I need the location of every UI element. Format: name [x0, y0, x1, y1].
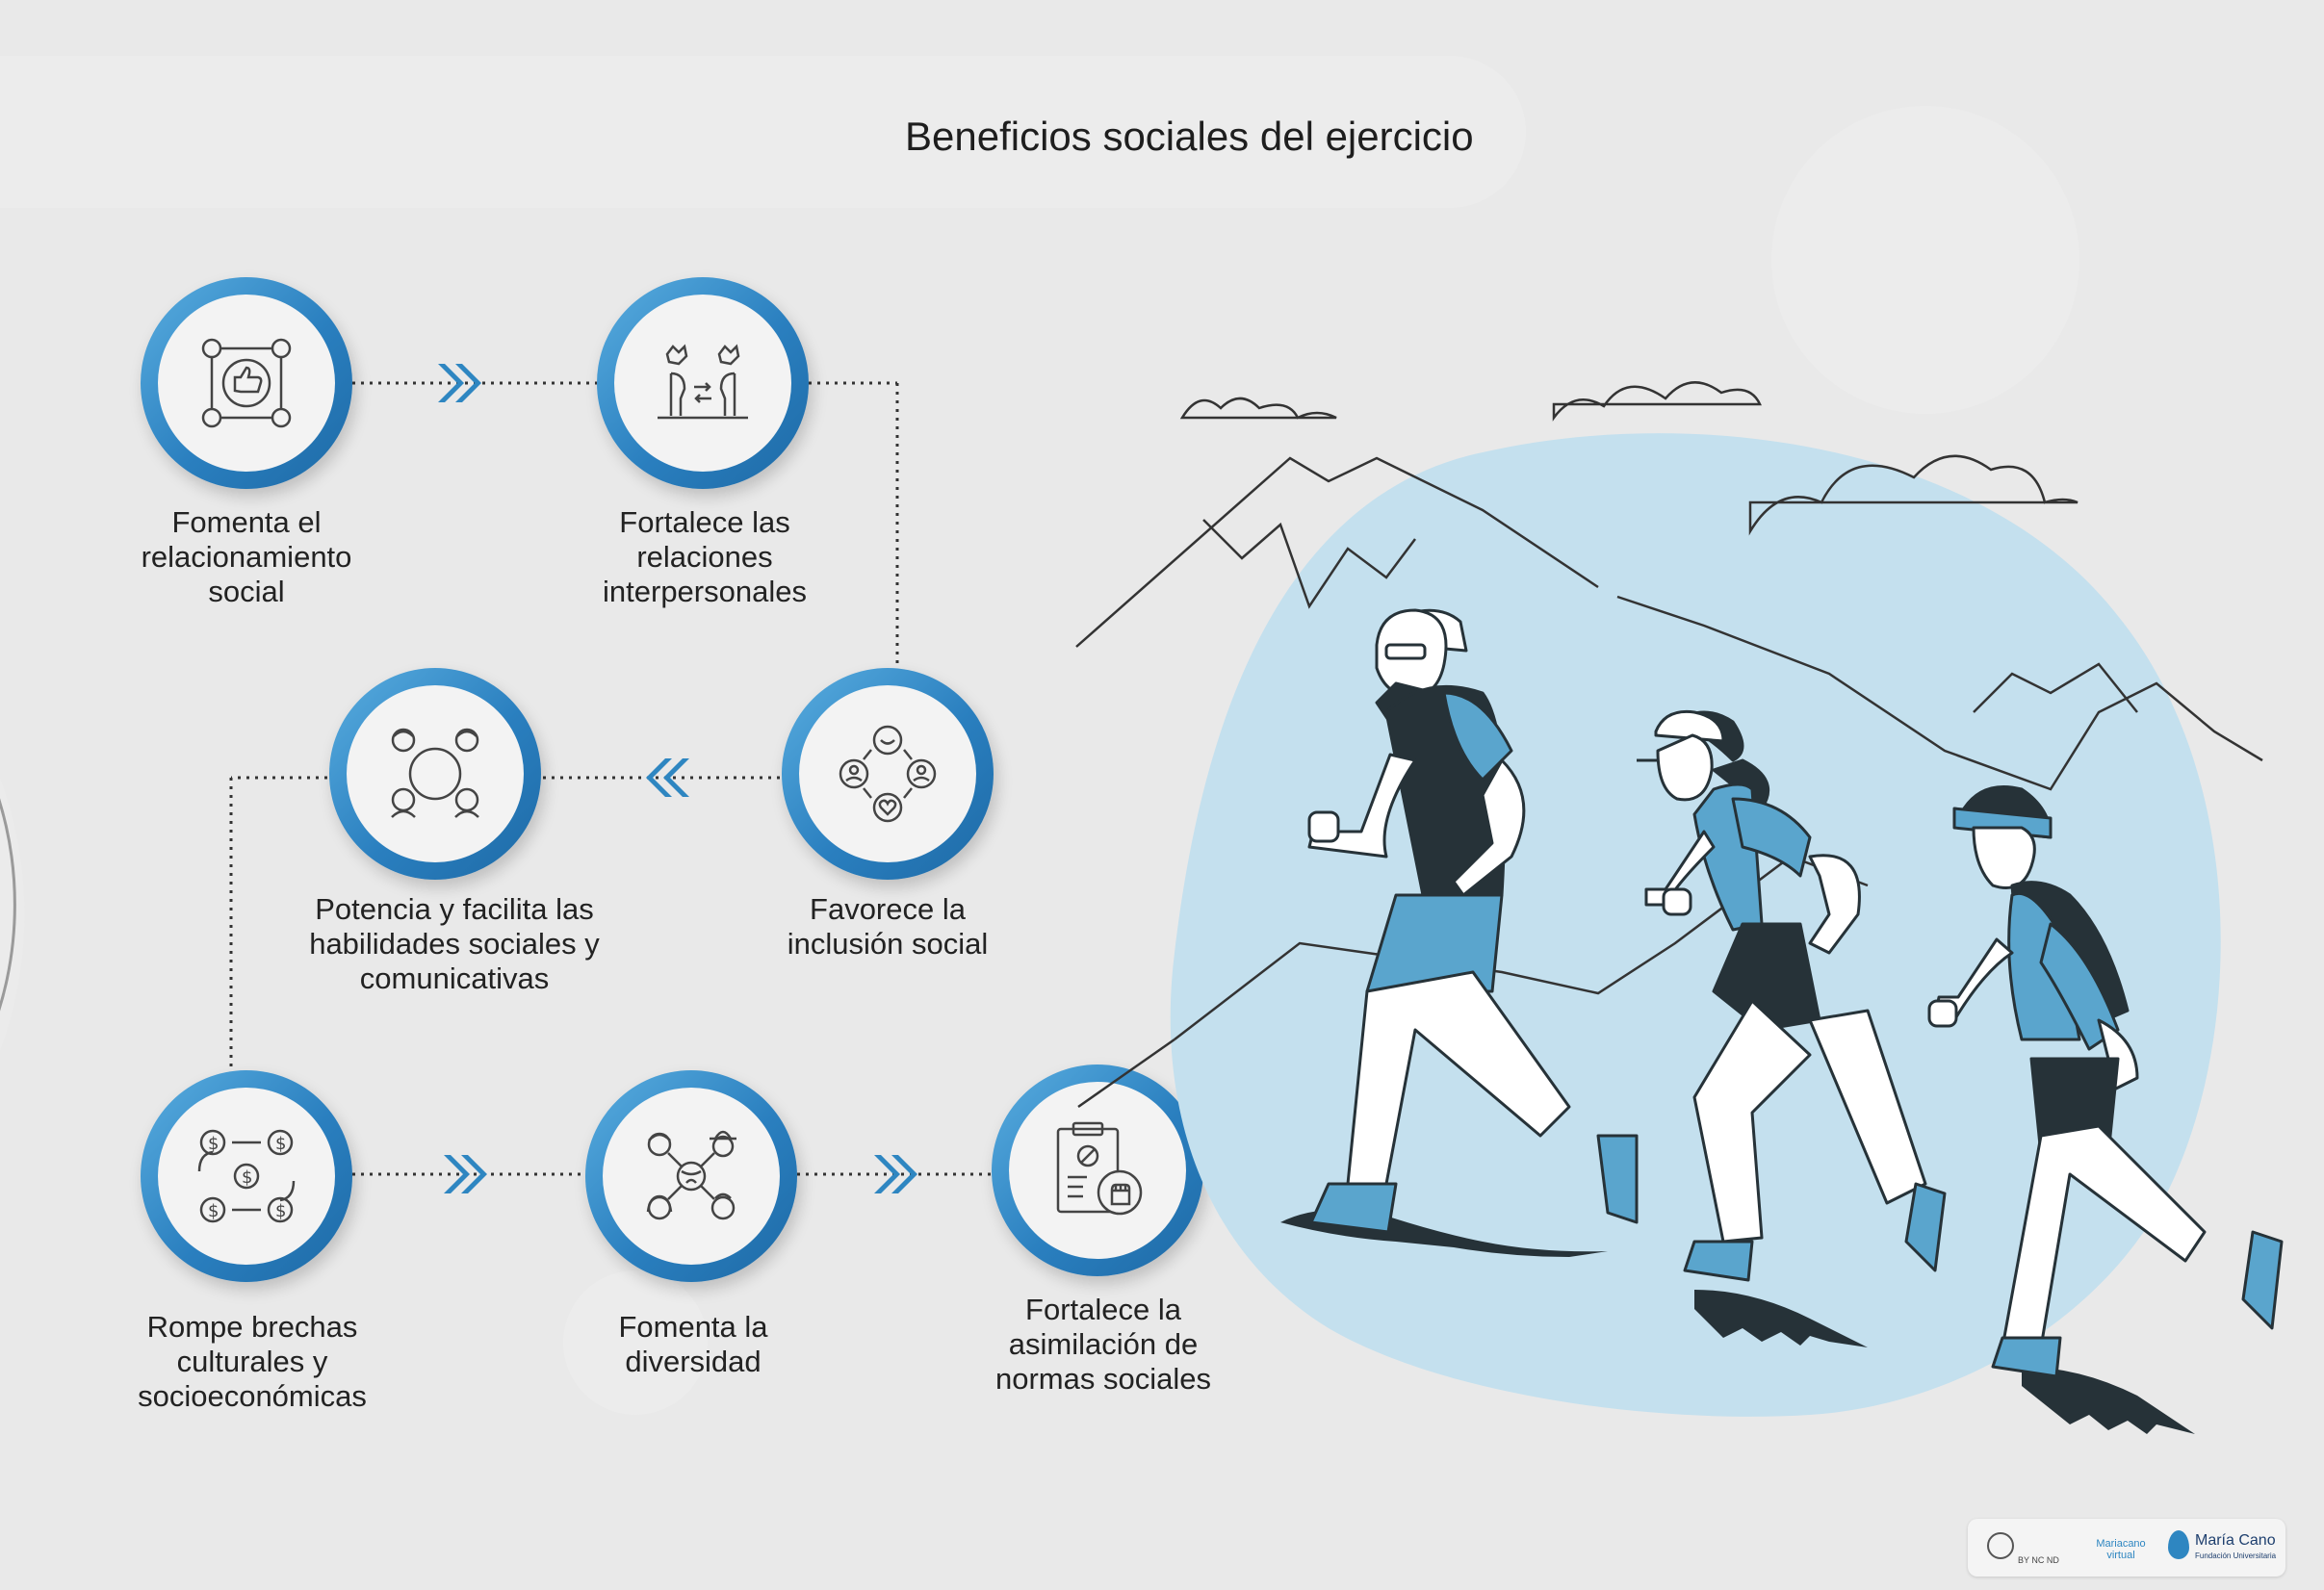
decorative-circle — [563, 1270, 708, 1415]
node-brechas: $ $ $ $ $ — [141, 1070, 352, 1282]
runner-back — [1927, 785, 2284, 1378]
license-tags: BY NC ND — [2018, 1555, 2059, 1565]
social-network-thumbs-up-icon — [201, 338, 292, 428]
group-circle-icon — [391, 728, 479, 818]
maria-cano-logo: María Cano — [2195, 1532, 2276, 1549]
page-title: Beneficios sociales del ejercicio — [905, 114, 1474, 159]
svg-text:$: $ — [275, 1134, 286, 1154]
clipboard-rules-icon — [1056, 1121, 1143, 1216]
diversity-people-icon — [646, 1130, 736, 1220]
mariacano-virtual-logo: Mariacano virtual — [2096, 1538, 2146, 1561]
node-relacionamiento — [141, 277, 352, 489]
social-inclusion-icon — [839, 725, 937, 823]
svg-text:$: $ — [208, 1201, 219, 1221]
svg-text:$: $ — [275, 1201, 286, 1221]
svg-text:$: $ — [208, 1134, 219, 1154]
drop-logo-icon — [2168, 1530, 2189, 1559]
license-tag: ND — [2046, 1555, 2059, 1565]
mountains — [1075, 456, 2263, 1109]
maria-cano-subtitle: Fundación Universitaria — [2195, 1552, 2277, 1560]
footer-logos: BY NC ND Mariacano virtual María Cano Fu… — [1968, 1519, 2285, 1577]
decorative-arcs — [0, 778, 25, 1051]
title-banner — [0, 56, 1526, 208]
svg-text:$: $ — [242, 1167, 252, 1188]
runner-front — [1307, 608, 1639, 1234]
node-habilidades — [329, 668, 541, 880]
cc-license-icon — [1987, 1532, 2014, 1559]
node-diversidad — [585, 1070, 797, 1282]
license-tag: BY — [2018, 1555, 2029, 1565]
node-normas — [992, 1064, 1203, 1276]
decorative-circle — [1771, 106, 2079, 414]
clouds — [1179, 381, 2079, 536]
node-inclusion — [782, 668, 994, 880]
runner-middle — [1637, 709, 1947, 1282]
license-tag: NC — [2031, 1555, 2045, 1565]
chevron-arrows — [438, 364, 917, 1193]
runners-illustration — [1075, 381, 2284, 1434]
node-relaciones — [597, 277, 809, 489]
money-exchange-icon: $ $ $ $ $ — [197, 1129, 296, 1223]
interpersonal-relations-icon — [658, 344, 748, 420]
